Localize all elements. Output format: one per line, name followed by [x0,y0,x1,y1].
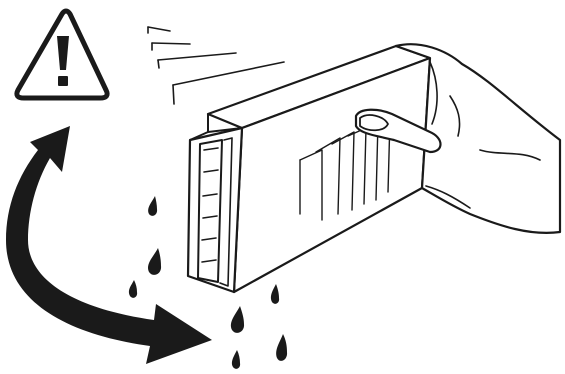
ink-drop [276,334,287,361]
ink-drop [148,196,157,216]
rotation-arrow-icon [6,126,212,364]
ink-drop [232,350,240,369]
exclamation-mark-icon [57,36,69,70]
ink-drop [148,248,161,275]
ink-drop [271,284,279,304]
ink-cartridge [188,46,430,292]
ink-drop [129,280,137,298]
warning-icon [17,11,107,98]
shake-lines [148,27,284,104]
ink-drop [231,306,244,333]
